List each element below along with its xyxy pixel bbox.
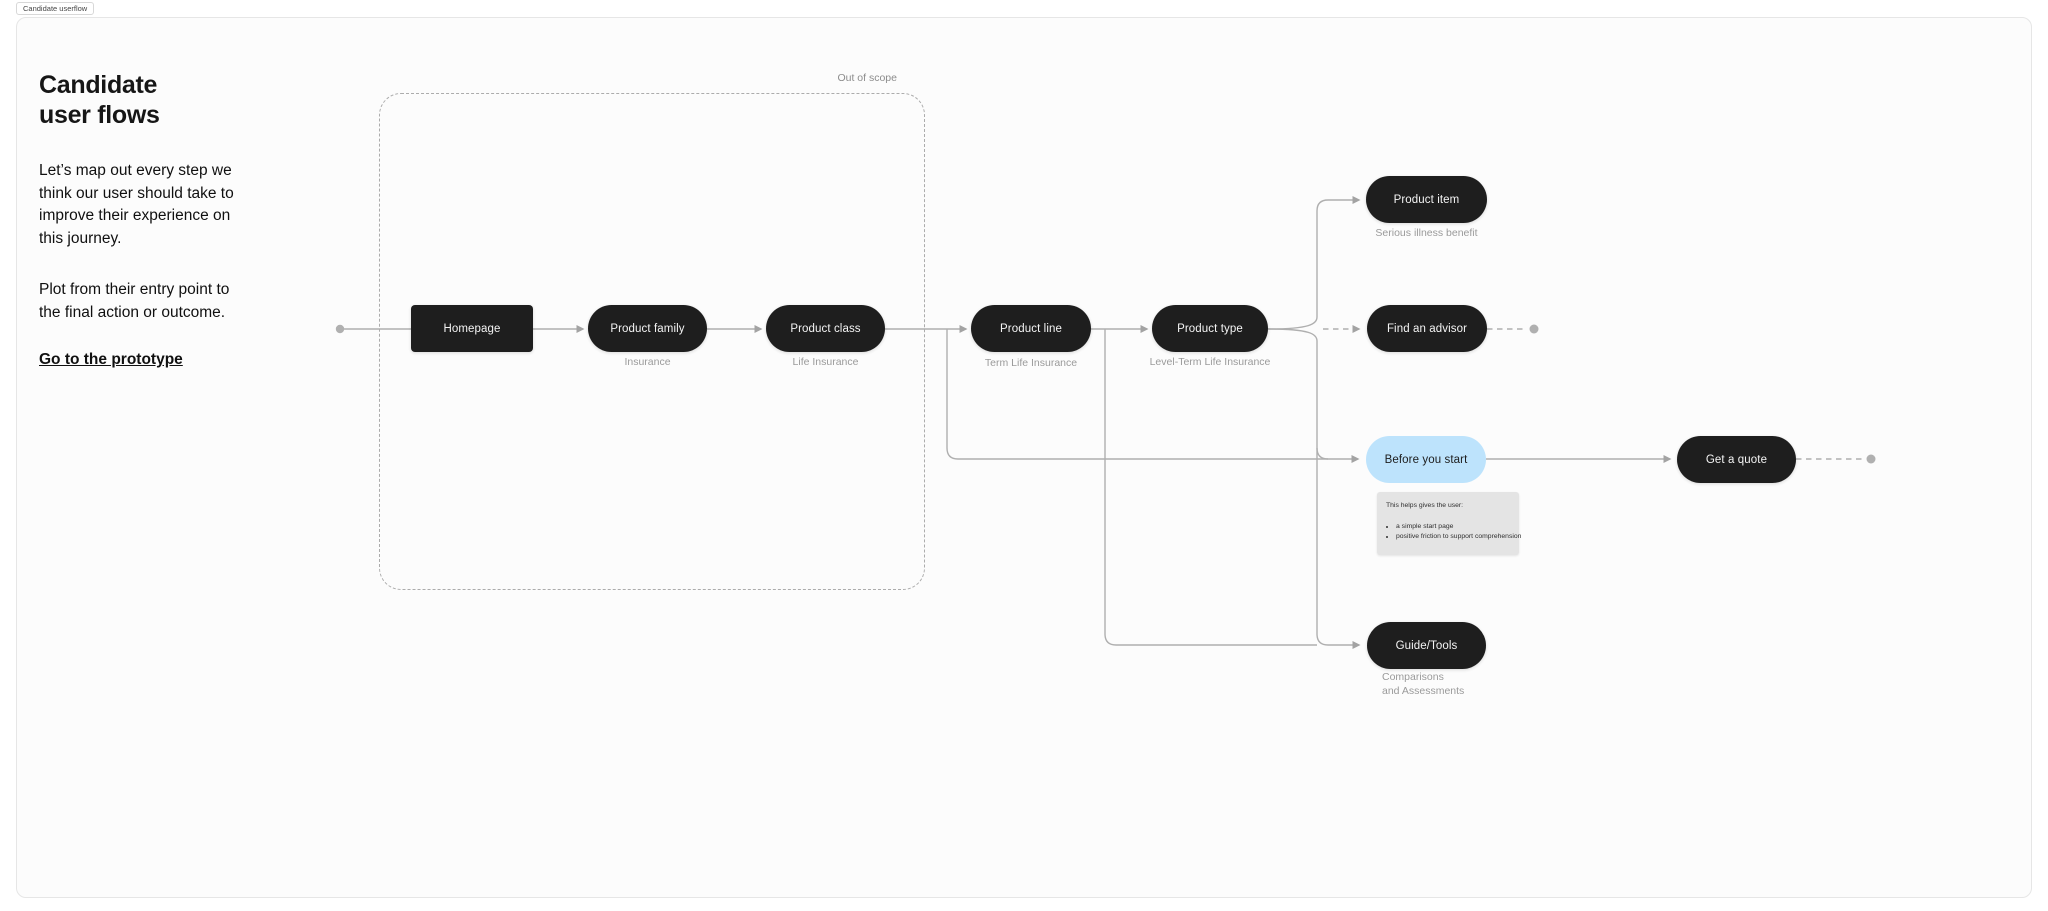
node-label: Homepage (443, 322, 501, 335)
flow-end-dot-advisor (1529, 324, 1539, 334)
flow-node-guide-tools[interactable]: Guide/Tools (1367, 622, 1486, 669)
node-label: Product item (1393, 193, 1460, 206)
connector-trunk-merge-before-you-start (1316, 447, 1329, 460)
connector-type-to-product-item (1267, 196, 1361, 330)
note-intro: This helps gives the user: (1386, 502, 1464, 509)
note-bullet: positive friction to support comprehensi… (1396, 532, 1521, 542)
caption-product-family: Insurance (624, 356, 671, 368)
flow-node-product-type[interactable]: Product type (1152, 305, 1268, 352)
page-title: Candidate user flows (39, 71, 160, 129)
connector-type-trunk-down (1267, 328, 1361, 649)
section-tab[interactable]: Candidate userflow (16, 2, 95, 15)
flow-start-dot (335, 324, 345, 334)
intro-paragraph-1: Let’s map out every step we think our us… (39, 162, 234, 247)
note-bullet: a simple start page (1396, 522, 1513, 532)
flow-node-get-a-quote[interactable]: Get a quote (1677, 436, 1796, 483)
connector-class-to-before-you-start (946, 329, 1360, 463)
flow-node-find-advisor[interactable]: Find an advisor (1367, 305, 1487, 352)
node-label: Before you start (1384, 453, 1468, 466)
caption-product-line: Term Life Insurance (984, 357, 1078, 369)
out-of-scope-label: Out of scope (837, 72, 897, 84)
caption-product-type: Level-Term Life Insurance (1149, 356, 1271, 368)
caption-product-item: Serious illness benefit (1375, 227, 1478, 239)
before-you-start-note[interactable]: This helps gives the user: a simple star… (1377, 492, 1521, 555)
caption-product-class: Life Insurance (792, 356, 859, 368)
node-label: Product type (1177, 322, 1243, 335)
node-label: Product family (610, 322, 685, 335)
node-label: Find an advisor (1386, 322, 1468, 335)
flow-node-product-item[interactable]: Product item (1366, 176, 1487, 223)
flow-end-dot-quote (1866, 454, 1876, 464)
out-of-scope-region (379, 93, 925, 590)
flow-node-product-line[interactable]: Product line (971, 305, 1091, 352)
node-label: Guide/Tools (1395, 639, 1458, 652)
flow-node-product-class[interactable]: Product class (766, 305, 885, 352)
flow-node-before-you-start[interactable]: Before you start (1366, 436, 1486, 483)
node-label: Product line (1000, 322, 1062, 335)
node-label: Get a quote (1705, 453, 1768, 466)
node-label: Product class (790, 322, 861, 335)
flow-node-homepage[interactable]: Homepage (411, 305, 533, 352)
note-bullet-list: a simple start page positive friction to… (1386, 522, 1521, 542)
prototype-link[interactable]: Go to the prototype (39, 351, 183, 368)
connector-line-to-guide-tools (1104, 329, 1317, 646)
intro-paragraph-2: Plot from their entry point to the final… (39, 281, 230, 321)
caption-guide-tools: Comparisons and Assessments (1382, 671, 1465, 697)
flow-node-product-family[interactable]: Product family (588, 305, 707, 352)
